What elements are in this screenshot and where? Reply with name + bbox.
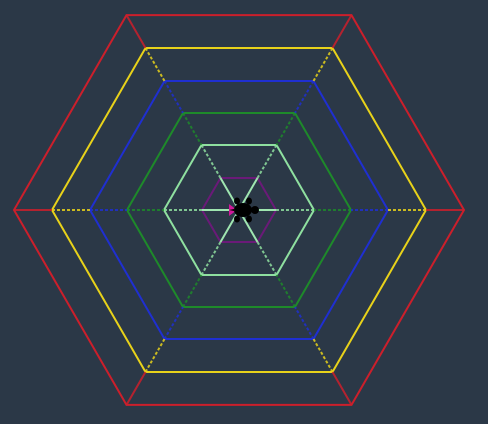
spoke-segment bbox=[144, 47, 166, 82]
spoke-segment bbox=[200, 144, 222, 179]
spoke-segment bbox=[144, 338, 166, 373]
spoke-segment bbox=[294, 306, 315, 340]
spoke-segment bbox=[182, 112, 203, 146]
spoke-segment bbox=[200, 241, 222, 276]
turtle-tail bbox=[229, 209, 234, 211]
spoke-segment bbox=[275, 274, 296, 308]
spoke-segment bbox=[312, 338, 334, 373]
spoke-segment bbox=[125, 14, 147, 49]
spoke-segment bbox=[219, 177, 240, 211]
spoke-segment bbox=[256, 144, 278, 179]
spoke-segment bbox=[163, 306, 184, 340]
spoke-segment bbox=[125, 371, 147, 406]
spoke-segment bbox=[256, 241, 278, 276]
spoke-segment bbox=[182, 274, 203, 308]
turtle-leg bbox=[234, 215, 240, 223]
spoke-segment bbox=[275, 112, 296, 146]
turtle-leg bbox=[246, 197, 252, 205]
turtle-player[interactable] bbox=[229, 197, 259, 223]
turtle-leg bbox=[246, 215, 252, 223]
spoke-segment bbox=[312, 47, 334, 82]
spoke-segment bbox=[331, 371, 353, 406]
turtle-icon bbox=[234, 203, 252, 217]
spoke-segment bbox=[331, 14, 353, 49]
spoke-segment bbox=[219, 209, 240, 243]
spoke-segment bbox=[163, 80, 184, 114]
turtle-leg bbox=[234, 197, 240, 205]
turtle-head bbox=[251, 206, 259, 214]
spoke-segment bbox=[294, 80, 315, 114]
